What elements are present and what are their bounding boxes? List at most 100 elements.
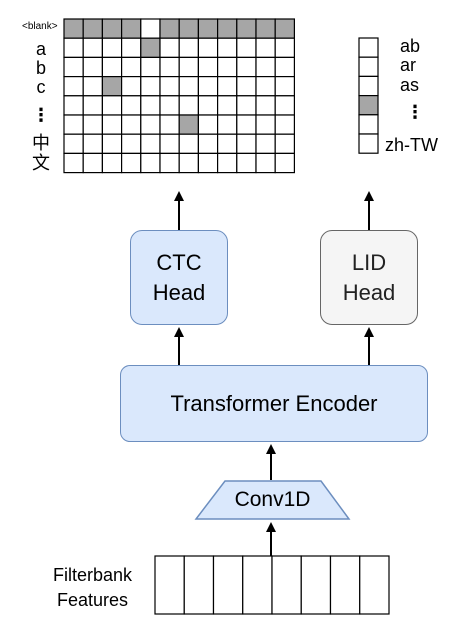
ctc-grid-cell	[120, 95, 142, 116]
ctc-grid-cell	[140, 37, 161, 59]
filterbank-frame	[359, 555, 390, 615]
lid-head-line1: LID	[351, 249, 387, 275]
ctc-grid-cell	[178, 114, 199, 135]
ctc-grid-cell	[63, 75, 84, 97]
ctc-grid-cell	[120, 37, 142, 59]
ctc-grid-cell	[255, 133, 276, 154]
ctc-grid-cell	[63, 95, 84, 116]
ctc-grid-cell	[140, 95, 161, 116]
lid-column-cell	[358, 75, 379, 97]
lid-head-block: LID Head	[320, 230, 418, 325]
ctc-grid-cell	[255, 152, 276, 174]
ctc-grid-cell	[178, 37, 199, 59]
ctc-grid-cell	[82, 18, 103, 39]
ctc-grid-cell	[217, 18, 238, 39]
ctc-grid-cell	[82, 37, 103, 59]
ctc-grid-cell	[120, 56, 142, 78]
ctc-label-b: b	[35, 58, 46, 78]
ctc-grid-cell	[274, 18, 296, 39]
lid-label-as: as	[400, 75, 420, 95]
ctc-grid-cell	[140, 114, 161, 135]
filterbank-frame	[300, 555, 332, 615]
ctc-label-wen: 文	[32, 153, 50, 173]
ctc-grid-cell	[82, 152, 103, 174]
ctc-grid-cell	[63, 37, 84, 59]
ctc-grid-cell	[217, 75, 238, 97]
filterbank-frame	[183, 555, 215, 615]
filterbank-frame	[154, 555, 185, 615]
transformer-encoder-block: Transformer Encoder	[120, 365, 428, 442]
ctc-grid-cell	[101, 114, 123, 135]
ctc-grid-cell	[159, 95, 180, 116]
ctc-grid-cell	[236, 133, 257, 154]
ctc-grid-cell	[159, 152, 180, 174]
ctc-grid-cell	[63, 114, 84, 135]
ctc-grid-cell	[255, 56, 276, 78]
ctc-grid-cell	[101, 56, 123, 78]
ctc-grid-cell	[197, 152, 219, 174]
ctc-label-a: a	[35, 39, 46, 59]
ctc-grid-cell	[63, 152, 84, 174]
ctc-grid-cell	[140, 18, 161, 39]
ctc-grid-cell	[159, 56, 180, 78]
ctc-grid-cell	[236, 75, 257, 97]
lid-head-line2: Head	[342, 279, 396, 305]
ctc-head-line2: Head	[152, 279, 206, 305]
ctc-grid-cell	[274, 56, 296, 78]
ctc-grid-cell	[82, 133, 103, 154]
lid-column-cell	[358, 133, 379, 154]
ctc-grid-cell	[274, 37, 296, 59]
ctc-label-blank: <blank>	[22, 21, 58, 32]
filterbank-frame	[212, 555, 244, 615]
lid-label-zh-tw: zh-TW	[385, 135, 438, 155]
ctc-grid-cell	[274, 75, 296, 97]
ctc-grid-cell	[197, 18, 219, 39]
ctc-grid-cell	[178, 95, 199, 116]
transformer-encoder-label: Transformer Encoder	[170, 390, 378, 416]
ctc-label-zhong: 中	[32, 133, 50, 153]
ctc-grid-cell	[120, 114, 142, 135]
ctc-grid-cell	[236, 114, 257, 135]
ctc-grid-cell	[178, 56, 199, 78]
ctc-grid-cell	[159, 18, 180, 39]
lid-label-ab: ab	[400, 36, 421, 56]
lid-label-ar: ar	[400, 55, 417, 75]
lid-column-cell	[358, 94, 379, 116]
ctc-grid-cell	[255, 95, 276, 116]
ctc-grid-cell	[159, 37, 180, 59]
ctc-label-c: c	[36, 77, 46, 97]
conv1d-label: Conv1D	[234, 488, 311, 511]
ctc-grid-cell	[236, 56, 257, 78]
filterbank-frame	[271, 555, 302, 615]
ctc-grid-cell	[82, 95, 103, 116]
ctc-grid-cell	[120, 75, 142, 97]
ctc-grid-cell	[140, 133, 161, 154]
ctc-grid-cell	[197, 37, 219, 59]
ctc-grid-cell	[101, 133, 123, 154]
filterbank-label-line2: Features	[56, 590, 129, 610]
ctc-grid-cell	[101, 37, 123, 59]
ctc-head-line1: CTC	[156, 249, 202, 275]
filterbank-label-line1: Filterbank	[52, 565, 133, 585]
ctc-grid-cell	[140, 75, 161, 97]
ctc-grid-cell	[274, 114, 296, 135]
ctc-grid-cell	[82, 114, 103, 135]
ctc-grid-cell	[101, 95, 123, 116]
ctc-grid-cell	[120, 152, 142, 174]
ctc-grid-cell	[217, 56, 238, 78]
ctc-grid-cell	[178, 75, 199, 97]
ctc-grid-cell	[178, 133, 199, 154]
ctc-grid-cell	[197, 56, 219, 78]
ctc-grid-cell	[255, 75, 276, 97]
conv1d-block	[194, 480, 351, 520]
ctc-grid-cell	[217, 152, 238, 174]
ctc-grid-cell	[101, 75, 123, 97]
ctc-grid-cell	[159, 133, 180, 154]
filterbank-features-grid	[154, 555, 390, 615]
ctc-grid-cell	[197, 114, 219, 135]
ctc-grid-cell	[82, 56, 103, 78]
ctc-grid-cell	[236, 152, 257, 174]
lid-column-cell	[358, 37, 379, 58]
